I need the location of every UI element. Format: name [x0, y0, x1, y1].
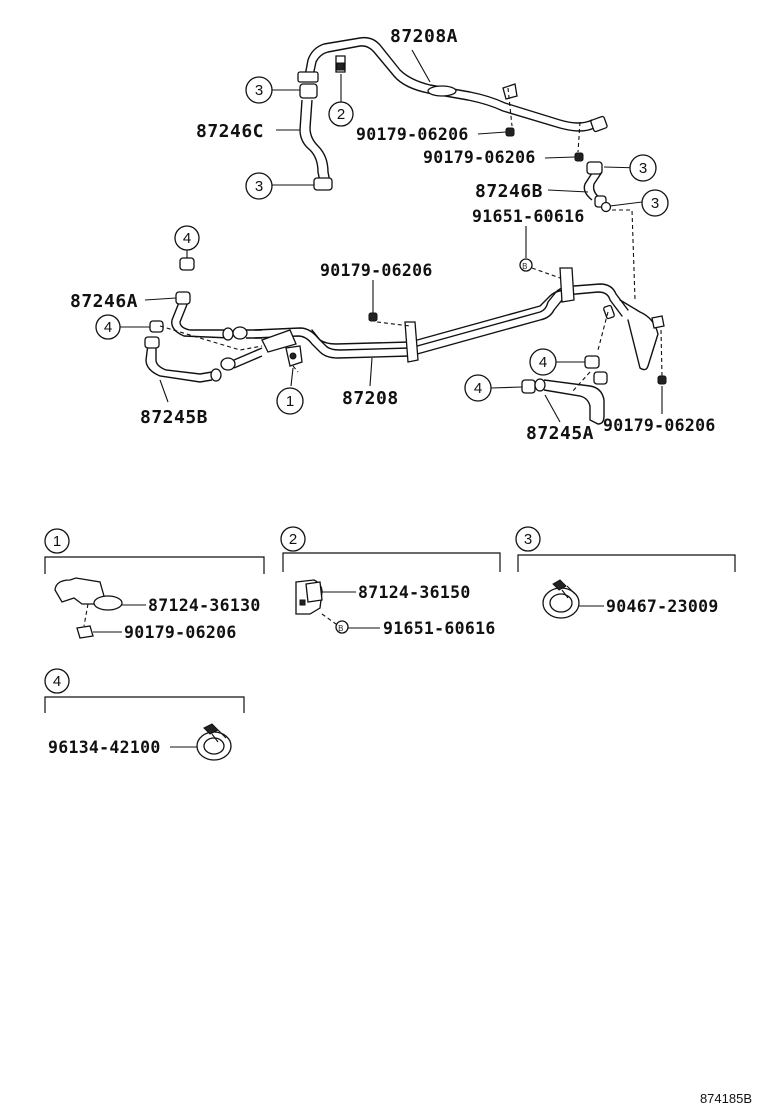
svg-text:B: B [522, 262, 528, 271]
callout-4: 4 [104, 319, 112, 336]
hose-clamp-icon [196, 723, 232, 761]
label-87246b: 87246B [475, 181, 543, 202]
label-clip: 90179-06206 [603, 416, 716, 435]
detail-group-2: 2 B 87124-36150 91651-60616 [280, 526, 501, 638]
callout-4: 4 [539, 354, 547, 371]
label-87245b: 87245B [140, 407, 208, 428]
label-87124-36130: 87124-36130 [148, 596, 261, 615]
svg-text:B: B [338, 624, 344, 633]
callout-3: 3 [255, 82, 263, 99]
detail-group-3: 3 90467-23009 [515, 526, 736, 619]
callout-2: 2 [337, 106, 345, 123]
detail-index-3: 3 [524, 531, 532, 548]
label-87245a: 87245A [526, 423, 594, 444]
clip-part-2 [335, 55, 346, 73]
detail-index-2: 2 [289, 531, 297, 548]
callout-circles: 3 3 2 3 3 4 4 1 4 4 [95, 76, 669, 415]
label-87246a: 87246A [70, 291, 138, 312]
figure-id: 874185B [700, 1091, 752, 1106]
label-screw: 91651-60616 [472, 207, 585, 226]
clip-icon [368, 312, 378, 322]
label-clip: 90179-06206 [423, 148, 536, 167]
detail-group-4: 4 96134-42100 [44, 668, 245, 761]
pipe-87208a [297, 36, 608, 133]
hose-87246c [299, 83, 333, 191]
leader-lines [120, 49, 663, 423]
clip-icon [657, 375, 667, 385]
callout-3: 3 [651, 195, 659, 212]
callout-3: 3 [255, 178, 263, 195]
callout-4: 4 [183, 230, 191, 247]
dashed-guides [159, 87, 663, 393]
label-96134-42100: 96134-42100 [48, 738, 161, 757]
hose-clamp-icon [542, 579, 580, 619]
hose-87245b [144, 336, 263, 383]
label-clip: 90179-06206 [356, 125, 469, 144]
clip-icon [574, 152, 584, 162]
clip-icon [505, 127, 515, 137]
label-87208a: 87208A [390, 26, 458, 47]
screw-b-icon [519, 258, 533, 272]
detail-index-1: 1 [53, 533, 61, 550]
detail-group-1: 1 87124-36130 90179-06206 [44, 528, 265, 642]
callout-3: 3 [639, 160, 647, 177]
label-87208: 87208 [342, 388, 399, 409]
part-labels: 87208A 87246C 90179-06206 90179-06206 87… [70, 26, 716, 444]
label-87124-36150: 87124-36150 [358, 583, 471, 602]
callout-1: 1 [286, 393, 294, 410]
pipe-87208 [254, 267, 665, 371]
label-91651-60616: 91651-60616 [383, 619, 496, 638]
detail-index-4: 4 [53, 673, 61, 690]
label-clip: 90179-06206 [320, 261, 433, 280]
screw-icon [600, 201, 612, 213]
hose-87246b [583, 161, 607, 208]
clamp-part-1 [285, 345, 303, 367]
label-87246c: 87246C [196, 121, 264, 142]
callout-4: 4 [474, 380, 482, 397]
label-90179-06206: 90179-06206 [124, 623, 237, 642]
label-90467-23009: 90467-23009 [606, 597, 719, 616]
